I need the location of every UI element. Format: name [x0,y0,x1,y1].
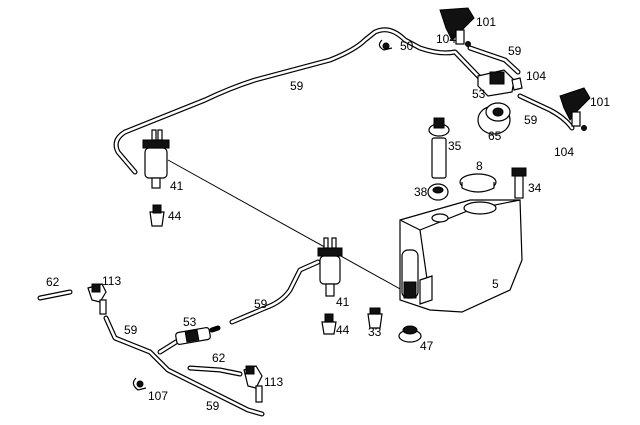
hose-59-lower-left [103,315,265,417]
label-35: 35 [448,139,462,153]
label-53-lower: 53 [183,315,197,329]
label-104-right: 104 [554,145,574,159]
hose-59-right [517,93,575,131]
label-59-left: 59 [124,323,138,337]
label-5: 5 [492,277,499,291]
label-104-mid: 104 [526,69,546,83]
sensor-34 [511,167,527,199]
pump-41-lower [317,237,343,297]
lead-line [167,159,421,301]
hose-59-pump-loop [229,259,321,325]
hose-62-upper [37,289,73,301]
label-59-mid: 59 [254,297,268,311]
cap-8 [459,173,497,193]
seal-38 [427,183,449,201]
label-107: 107 [148,389,168,403]
label-113-upper: 113 [102,274,121,288]
label-59-right: 59 [524,113,538,127]
label-59-top: 59 [508,44,522,58]
t-connector-53-top [477,69,523,97]
label-101-right: 101 [590,95,610,109]
label-62-lower: 62 [212,351,226,365]
nozzle-101-right [559,87,591,131]
t-connector-53-lower [157,325,221,355]
label-113-lower: 113 [264,375,283,389]
label-59-bottom: 59 [206,399,220,413]
label-101-top: 101 [476,15,496,29]
clip-50 [378,39,393,51]
label-65: 65 [488,129,502,143]
hose-62-lower [187,365,243,377]
label-44-lower: 44 [336,323,350,337]
label-47: 47 [420,339,434,353]
valve-113-lower [243,365,263,403]
label-41-lower: 41 [336,295,350,309]
cap-65 [477,102,511,135]
label-53-top: 53 [472,87,486,101]
label-62-upper: 62 [46,275,60,289]
label-38: 38 [414,185,428,199]
filler-neck-35 [428,117,450,179]
hose-59-top-short [467,45,521,75]
valve-113-upper [87,283,107,315]
label-34: 34 [528,181,542,195]
reservoir-5 [399,199,523,313]
hose-59-upper [113,27,483,175]
nozzle-101-top [439,7,475,47]
label-104-top: 104 [436,32,456,46]
label-8: 8 [476,159,483,173]
pump-41-upper [142,129,170,189]
label-59-upper: 59 [290,79,304,93]
grommet-47 [398,325,422,343]
grommet-44-upper [149,204,165,227]
label-41-upper: 41 [170,179,184,193]
clip-107 [132,377,147,391]
grommet-33 [367,307,383,329]
label-33: 33 [368,325,382,339]
label-50: 50 [400,39,414,53]
label-44-upper: 44 [168,209,182,223]
grommet-44-lower [321,313,337,335]
